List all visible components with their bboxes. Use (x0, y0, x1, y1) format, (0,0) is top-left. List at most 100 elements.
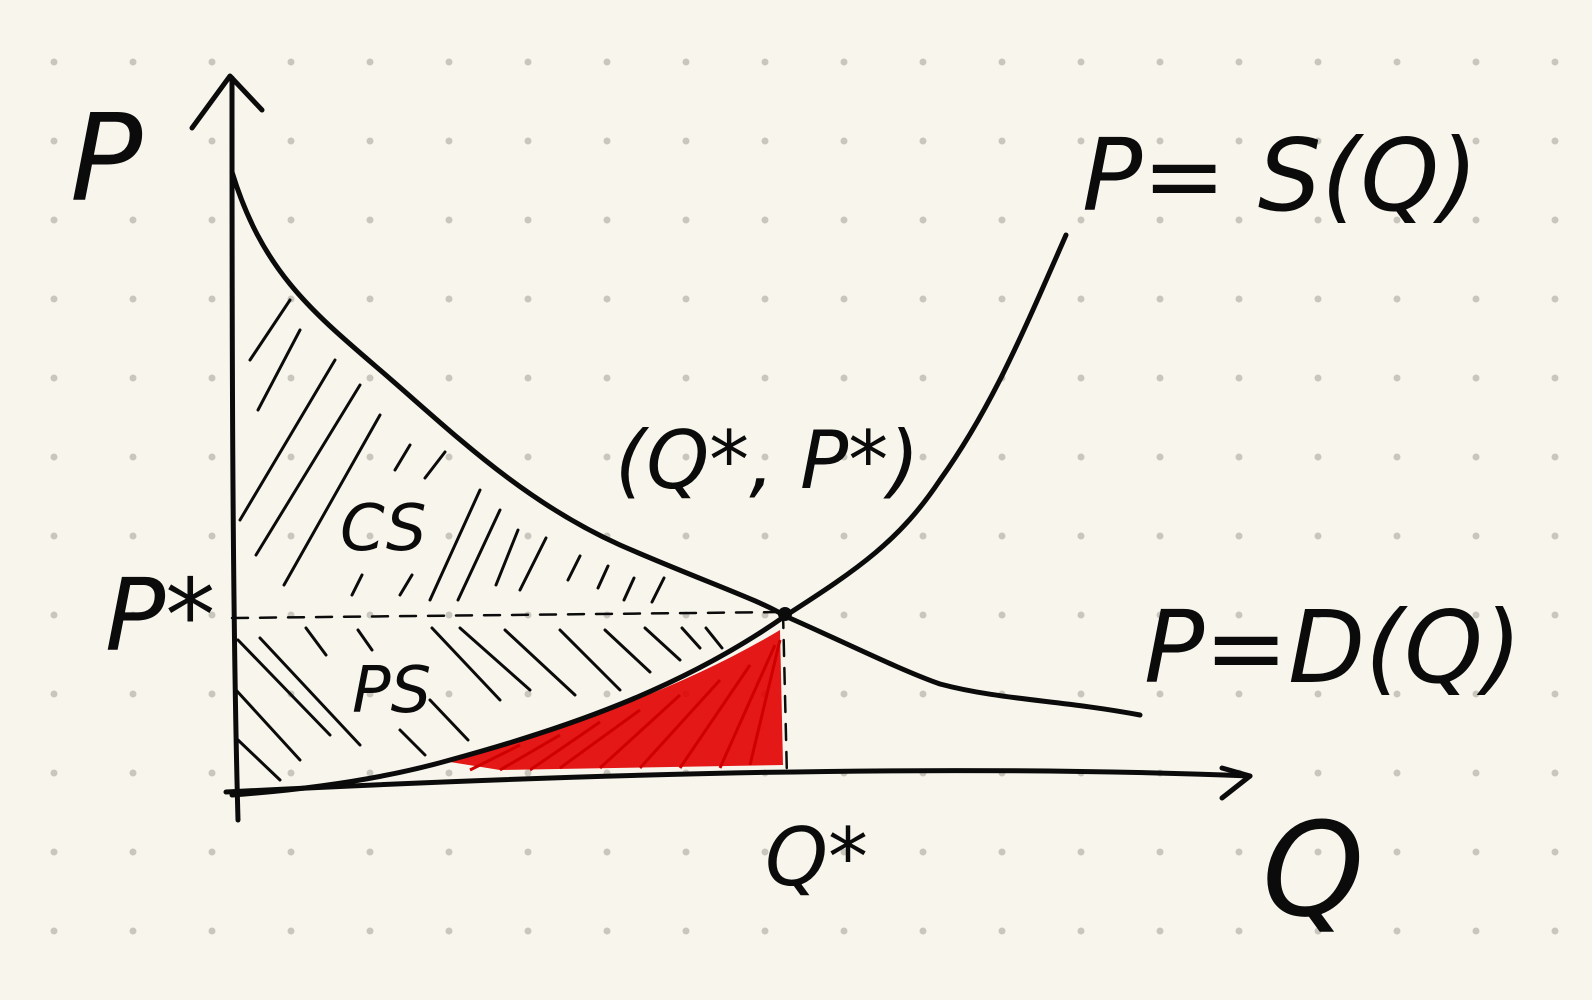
grid-dot (1156, 295, 1164, 303)
grid-dot (1156, 453, 1164, 461)
grid-dot (129, 927, 137, 935)
grid-dot (1472, 58, 1480, 66)
grid-dot (603, 848, 611, 856)
grid-dot (1314, 532, 1322, 540)
grid-dot (919, 374, 927, 382)
grid-dot (1077, 295, 1085, 303)
grid-dot (524, 848, 532, 856)
grid-dot (1077, 848, 1085, 856)
grid-dot (1393, 295, 1401, 303)
grid-dot (208, 769, 216, 777)
grid-dot (50, 295, 58, 303)
grid-dot (1077, 532, 1085, 540)
grid-dot (1393, 769, 1401, 777)
grid-dot (1472, 137, 1480, 145)
grid-dot (287, 927, 295, 935)
grid-dot (50, 374, 58, 382)
grid-dot (208, 58, 216, 66)
grid-dot (1314, 927, 1322, 935)
grid-dot (840, 611, 848, 619)
grid-dot (1314, 137, 1322, 145)
grid-dot (1472, 295, 1480, 303)
grid-dot (445, 927, 453, 935)
grid-dot (50, 848, 58, 856)
grid-dot (919, 216, 927, 224)
y-axis-arrowhead (189, 73, 265, 131)
grid-dot (1077, 374, 1085, 382)
grid-dot (129, 532, 137, 540)
grid-dot (840, 216, 848, 224)
grid-dot (366, 295, 374, 303)
grid-dot (524, 137, 532, 145)
grid-dot (1235, 137, 1243, 145)
grid-dot (366, 216, 374, 224)
grid-dot (919, 532, 927, 540)
grid-dot (603, 374, 611, 382)
grid-dot (682, 58, 690, 66)
grid-dot (682, 453, 690, 461)
ps-hatching (234, 626, 724, 782)
grid-dot (1551, 374, 1559, 382)
grid-dot (1077, 927, 1085, 935)
grid-dot (1472, 453, 1480, 461)
grid-dot (998, 453, 1006, 461)
grid-dot (1472, 532, 1480, 540)
grid-dot (1314, 295, 1322, 303)
grid-dot (1472, 374, 1480, 382)
equilibrium-point (778, 607, 792, 621)
grid-dot (1314, 611, 1322, 619)
grid-dot (524, 295, 532, 303)
grid-dot (682, 927, 690, 935)
grid-dot (1077, 453, 1085, 461)
grid-dot (919, 58, 927, 66)
grid-dot (840, 58, 848, 66)
grid-dot (50, 611, 58, 619)
grid-dot (840, 927, 848, 935)
grid-dot (1156, 611, 1164, 619)
grid-dot (1156, 58, 1164, 66)
demand-label: P=D(Q) (1144, 589, 1522, 706)
x-axis-label: Q (1262, 794, 1364, 946)
grid-dot (1314, 58, 1322, 66)
grid-dot (287, 58, 295, 66)
grid-dot (524, 216, 532, 224)
cs-hatching (238, 298, 666, 604)
price-dashed-line (230, 610, 785, 620)
grid-dot (129, 848, 137, 856)
grid-dot (919, 848, 927, 856)
grid-dot (998, 611, 1006, 619)
grid-dot (1551, 532, 1559, 540)
grid-dot (1077, 690, 1085, 698)
grid-dot (50, 927, 58, 935)
grid-dot (998, 295, 1006, 303)
grid-dot (919, 927, 927, 935)
grid-dot (1393, 216, 1401, 224)
grid-dot (208, 295, 216, 303)
grid-dot (682, 532, 690, 540)
grid-dot (50, 453, 58, 461)
grid-dot (919, 453, 927, 461)
grid-dot (445, 295, 453, 303)
quantity-tick-label: Q* (765, 811, 868, 904)
grid-dot (50, 690, 58, 698)
grid-dot (366, 137, 374, 145)
grid-dot (129, 611, 137, 619)
grid-dot (1156, 690, 1164, 698)
grid-dot (603, 295, 611, 303)
grid-dot (287, 453, 295, 461)
grid-dot (1314, 848, 1322, 856)
grid-dot (1077, 58, 1085, 66)
grid-dot (1156, 216, 1164, 224)
grid-dot (129, 453, 137, 461)
quantity-dashed-line (781, 610, 789, 780)
grid-dot (129, 690, 137, 698)
grid-dot (761, 453, 769, 461)
grid-dot (524, 769, 532, 777)
grid-dot (129, 216, 137, 224)
grid-dot (129, 374, 137, 382)
grid-dot (1235, 848, 1243, 856)
grid-dot (1314, 453, 1322, 461)
grid-dot (1314, 216, 1322, 224)
